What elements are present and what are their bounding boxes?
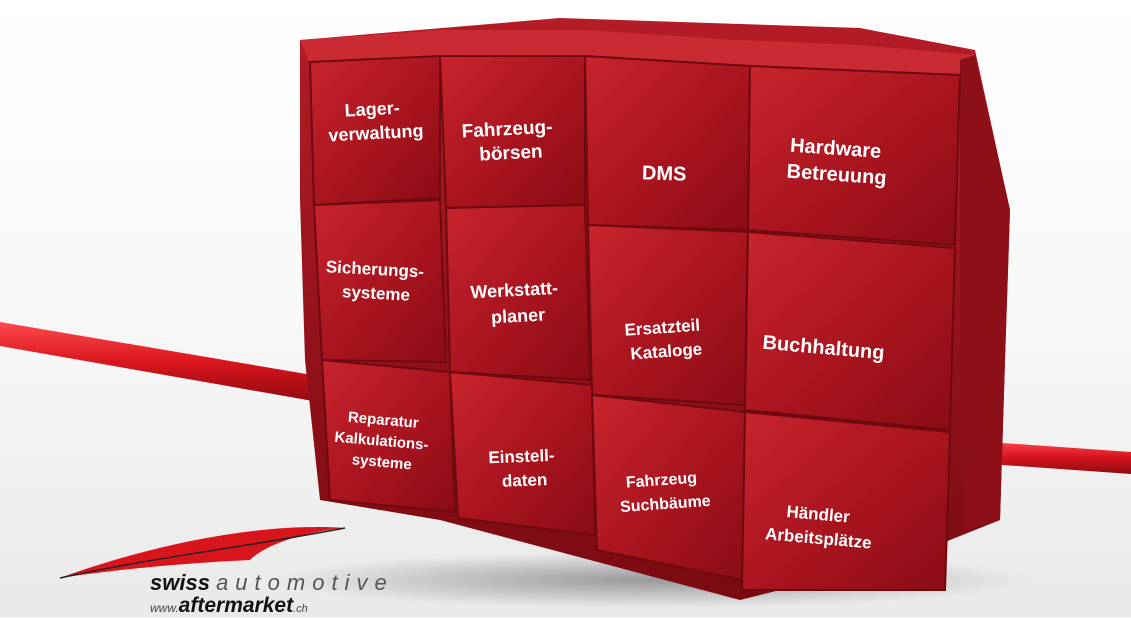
logo-swoosh-line xyxy=(59,527,346,579)
label-fahrzeugboersen: Fahrzeug- börsen xyxy=(461,117,559,167)
block-top xyxy=(300,30,975,75)
cube-front-6 xyxy=(444,203,592,382)
label-ersatzteil-kataloge: Ersatzteil Kataloge xyxy=(624,315,707,363)
logo: swiss automotive www.aftermarket.ch xyxy=(150,570,440,617)
cube-front-10 xyxy=(448,370,597,537)
logo-line-2: www.aftermarket.ch xyxy=(150,594,308,618)
block-right-side xyxy=(960,55,1010,530)
logo-prefix: www. xyxy=(150,601,179,615)
cube-front-3 xyxy=(583,54,752,232)
label-dms: DMS xyxy=(642,162,687,186)
logo-word-swiss: swiss xyxy=(150,570,210,595)
cube-front-9 xyxy=(320,358,457,514)
cable-left xyxy=(0,322,330,404)
cube-front-5 xyxy=(312,198,448,364)
cube-front-7 xyxy=(586,223,750,407)
cube-front-1 xyxy=(308,54,441,207)
label-werkstattplaner: Werkstatt- planer xyxy=(470,278,565,329)
cube-front-12 xyxy=(740,410,952,591)
label-fahrzeug-suchbaeume: Fahrzeug Suchbäume xyxy=(618,469,711,516)
cable-right xyxy=(960,440,1131,474)
cube-front-4 xyxy=(746,64,962,247)
label-einstelldaten: Einstell- daten xyxy=(488,446,560,491)
logo-word-aftermarket: aftermarket xyxy=(178,594,294,617)
label-lagerverwaltung: Lager- verwaltung xyxy=(327,97,424,146)
logo-line-1: swiss automotive xyxy=(150,570,394,596)
cube-front-8 xyxy=(743,230,957,432)
logo-word-automotive: automotive xyxy=(216,570,394,595)
logo-suffix: .ch xyxy=(293,603,308,615)
